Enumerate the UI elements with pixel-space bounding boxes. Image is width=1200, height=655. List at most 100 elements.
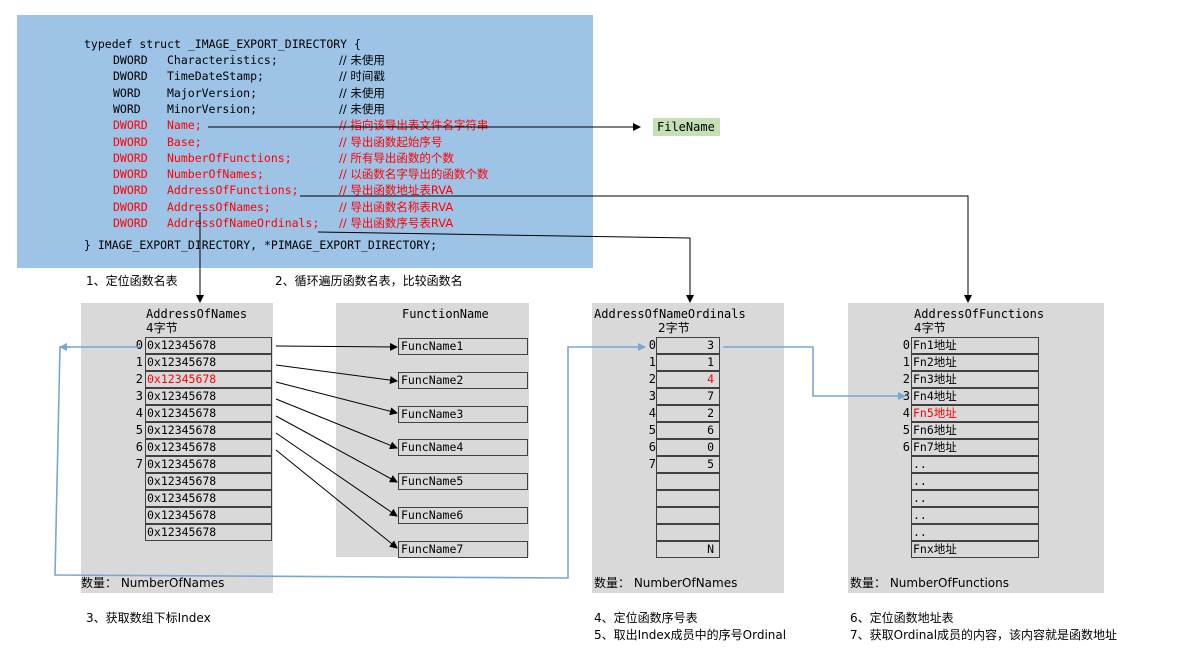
ordinals-index: 3 xyxy=(648,389,656,403)
names-cell: 0x12345678 xyxy=(145,507,272,524)
field-comment: // 未使用 xyxy=(339,85,385,100)
step-5-label: 5、取出Index成员中的序号Ordinal xyxy=(594,628,787,642)
field-type: WORD xyxy=(113,101,141,116)
arrow-to-ordinals-table xyxy=(317,231,694,303)
flow-arrow-ordinal xyxy=(723,346,906,400)
names-cell: 0x12345678 xyxy=(145,388,272,405)
names-cell: 0x12345678 xyxy=(145,524,272,541)
field-name: MajorVersion; xyxy=(167,85,258,100)
ordinals-cell: 6 xyxy=(656,422,720,439)
function-name-cell: FuncName7 xyxy=(398,540,528,558)
names-count-label: 数量： NumberOfNames xyxy=(81,576,225,590)
field-type: DWORD xyxy=(113,69,148,84)
function-name-cell: FuncName5 xyxy=(398,473,528,491)
field-name: Name; xyxy=(167,118,202,133)
filename-label: FileName xyxy=(653,118,720,136)
function-name-title: FunctionName xyxy=(402,307,489,321)
names-index: 1 xyxy=(135,355,143,369)
struct-footer: } IMAGE_EXPORT_DIRECTORY, *PIMAGE_EXPORT… xyxy=(84,238,438,252)
arrow-to-functions-table xyxy=(300,195,972,303)
step-3-label: 3、获取数组下标Index xyxy=(86,611,211,625)
arrow-name-1 xyxy=(275,364,398,385)
functions-index: 5 xyxy=(902,423,910,437)
ordinals-index: 1 xyxy=(648,355,656,369)
names-cell: 0x12345678 xyxy=(145,422,272,439)
functions-unit: 4字节 xyxy=(914,321,946,335)
ordinals-cell: 1 xyxy=(656,354,720,371)
functions-index: 2 xyxy=(902,372,910,386)
step-4-label: 4、定位函数序号表 xyxy=(594,611,698,625)
names-cell: 0x12345678 xyxy=(145,456,272,473)
functions-cell: Fn4地址 xyxy=(911,388,1039,405)
arrow-name-3 xyxy=(275,398,398,450)
names-cell: 0x12345678 xyxy=(145,337,272,354)
field-type: DWORD xyxy=(113,150,148,165)
functions-cell: .. xyxy=(911,490,1039,507)
ordinals-index: 5 xyxy=(648,423,656,437)
struct-field-row: DWORD NumberOfNames; // 以函数名字导出的函数个数 xyxy=(17,167,577,182)
functions-cell: Fn3地址 xyxy=(911,371,1039,388)
ordinals-index: 0 xyxy=(648,338,656,352)
names-index: 0 xyxy=(135,338,143,352)
field-name: NumberOfFunctions; xyxy=(167,150,292,165)
field-comment: // 所有导出函数的个数 xyxy=(339,150,454,165)
ordinals-cell: 7 xyxy=(656,388,720,405)
functions-cell: Fn7地址 xyxy=(911,439,1039,456)
functions-index: 6 xyxy=(902,440,910,454)
ordinals-cell xyxy=(656,490,720,507)
field-comment: // 导出函数序号表RVA xyxy=(339,216,454,230)
functions-cell: Fn1地址 xyxy=(911,337,1039,354)
function-name-cell: FuncName4 xyxy=(398,439,528,457)
step-2-label: 2、循环遍历函数名表，比较函数名 xyxy=(275,274,463,288)
arrow-name-2 xyxy=(275,381,398,416)
struct-field-row: DWORD NumberOfFunctions; // 所有导出函数的个数 xyxy=(17,151,577,166)
ordinals-unit: 2字节 xyxy=(658,321,690,335)
step-7-label: 7、获取Ordinal成员的内容，该内容就是函数地址 xyxy=(850,628,1118,642)
function-name-cell: FuncName2 xyxy=(398,371,528,389)
ordinals-index: 6 xyxy=(648,440,656,454)
ordinals-count-label: 数量： NumberOfNames xyxy=(594,576,738,590)
step-1-label: 1、定位函数名表 xyxy=(86,274,178,288)
ordinals-cell xyxy=(656,524,720,541)
arrow-name-6 xyxy=(275,449,398,549)
names-index: 7 xyxy=(135,457,143,471)
functions-index: 1 xyxy=(902,355,910,369)
field-type: DWORD xyxy=(113,118,148,133)
ordinals-index: 4 xyxy=(648,406,656,420)
field-name: AddressOfNames; xyxy=(167,199,271,214)
ordinals-title: AddressOfNameOrdinals xyxy=(594,307,746,321)
field-name: Base; xyxy=(167,134,202,149)
functions-index: 0 xyxy=(902,338,910,352)
names-index: 5 xyxy=(135,423,143,437)
function-name-cell: FuncName6 xyxy=(398,507,528,524)
names-cell: 0x12345678 xyxy=(145,405,272,422)
step-6-label: 6、定位函数地址表 xyxy=(850,611,954,625)
functions-cell: .. xyxy=(911,473,1039,490)
flow-arrow-index xyxy=(54,343,646,579)
field-type: DWORD xyxy=(113,134,148,149)
ordinals-cell: 0 xyxy=(656,439,720,456)
functions-cell: Fn2地址 xyxy=(911,354,1039,371)
ordinals-cell: 2 xyxy=(656,405,720,422)
field-comment: // 以函数名字导出的函数个数 xyxy=(339,167,489,182)
field-name: Characteristics; xyxy=(167,53,278,67)
struct-definition-box: typedef struct _IMAGE_EXPORT_DIRECTORY {… xyxy=(17,15,593,268)
functions-cell: Fn5地址 xyxy=(911,405,1039,422)
names-index: 3 xyxy=(135,389,143,403)
functions-cell: Fn6地址 xyxy=(911,422,1039,439)
ordinals-cell: 4 xyxy=(656,371,720,388)
field-name: NumberOfNames; xyxy=(167,167,264,182)
names-cell: 0x12345678 xyxy=(145,354,272,371)
field-type: DWORD xyxy=(113,167,148,182)
